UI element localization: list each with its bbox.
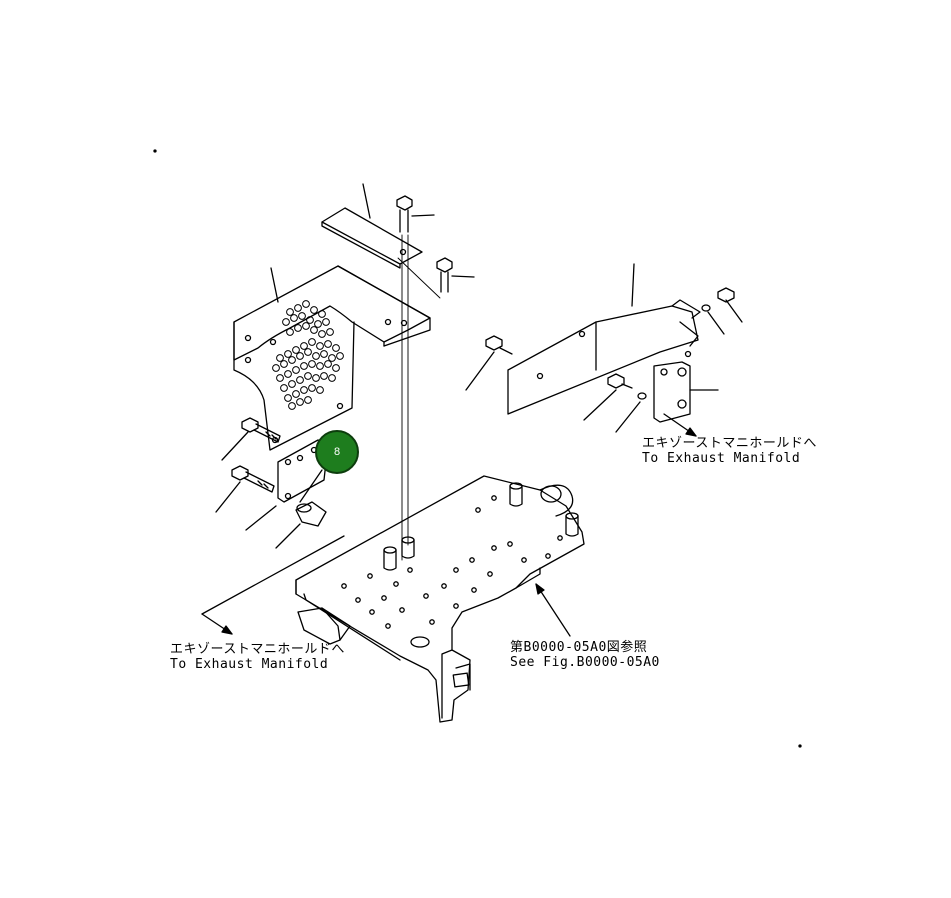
right-top-bolt: [701, 287, 743, 335]
right-bolt-2: [583, 373, 633, 421]
stray-dot-1: [153, 149, 157, 153]
heat-shield-perforations: [272, 300, 344, 410]
right-exhaust-callout-en: To Exhaust Manifold: [642, 451, 801, 466]
right-bolt-1: [465, 335, 513, 391]
figure-reference-jp: 第B0000-05A0図参照: [510, 640, 648, 655]
part-number-label: 8: [333, 446, 341, 458]
figure-reference-callout: 第B0000-05A0図参照 See Fig.B0000-05A0: [510, 640, 660, 670]
left-bolt-upper: [221, 417, 281, 461]
right-exhaust-callout: エキゾーストマニホールドへ To Exhaust Manifold: [642, 436, 817, 466]
right-exhaust-arrow: [663, 413, 697, 437]
left-exhaust-callout: エキゾーストマニホールドへ To Exhaust Manifold: [170, 642, 345, 672]
part-number-marker[interactable]: 8: [315, 430, 359, 474]
stray-dot-2: [798, 744, 802, 748]
right-washer: [615, 392, 647, 433]
figure-reference-en: See Fig.B0000-05A0: [510, 655, 660, 670]
spacer-collar: [275, 501, 327, 549]
left-exhaust-arrow: [201, 535, 345, 635]
top-bolt-2: [436, 257, 475, 293]
right-exhaust-callout-jp: エキゾーストマニホールドへ: [642, 436, 817, 451]
left-bolt-lower: [215, 465, 275, 513]
right-mount-plate: [653, 361, 719, 423]
figure-ref-leader: [535, 583, 571, 637]
left-exhaust-callout-en: To Exhaust Manifold: [170, 657, 329, 672]
base-mounting-plate: [295, 475, 585, 723]
left-exhaust-callout-jp: エキゾーストマニホールドへ: [170, 642, 345, 657]
top-cover-plate: [321, 183, 423, 269]
top-bolt-1: [396, 195, 435, 233]
perforated-heat-shield: [233, 265, 431, 451]
right-shield-bracket: [507, 263, 701, 415]
base-standoffs: [383, 482, 579, 571]
